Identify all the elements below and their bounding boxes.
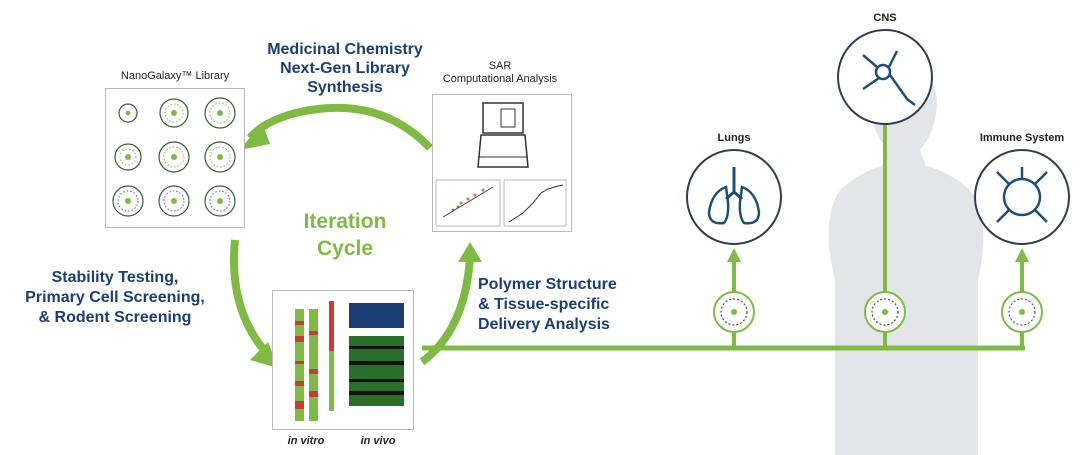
lungs-label: Lungs: [717, 132, 751, 144]
medchem-line1: Medicinal Chemistry: [267, 41, 423, 58]
screening-panel: [272, 290, 414, 430]
heatmap-figure: [295, 301, 404, 421]
medchem-line2: Next-Gen Library: [280, 60, 410, 77]
iteration-label: Iteration Cycle: [285, 208, 405, 262]
human-silhouette: [828, 65, 984, 455]
lab-instrument-icon: [435, 102, 567, 227]
stability-line3: & Rodent Screening: [38, 309, 192, 326]
polymer-label: Polymer Structure & Tissue-specific Deli…: [478, 275, 668, 335]
sar-line2: Computational Analysis: [442, 73, 558, 85]
stability-line1: Stability Testing,: [51, 269, 179, 286]
sar-line1: SAR: [488, 60, 512, 72]
library-title: NanoGalaxy™ Library: [120, 70, 230, 82]
nanoparticle-icon-immune: [1001, 291, 1043, 333]
polymer-line1: Polymer Structure: [478, 276, 617, 293]
polymer-line2: & Tissue-specific: [478, 296, 610, 313]
stability-line2: Primary Cell Screening,: [25, 289, 205, 306]
iteration-line2: Cycle: [316, 237, 374, 260]
in-vivo-label: in vivo: [360, 435, 396, 447]
polymer-line3: Delivery Analysis: [478, 316, 610, 333]
immune-label: Immune System: [979, 132, 1065, 144]
iteration-line1: Iteration: [303, 210, 387, 233]
arrow-library-to-screening: [229, 239, 272, 358]
medchem-line3: Synthesis: [307, 79, 383, 96]
nanoparticle-icon-lungs: [713, 291, 755, 333]
medchem-label: Medicinal Chemistry Next-Gen Library Syn…: [250, 40, 440, 97]
sar-panel: [432, 94, 572, 232]
neuron-icon: [837, 29, 933, 125]
stability-label: Stability Testing, Primary Cell Screenin…: [0, 268, 230, 328]
sar-label: SAR Computational Analysis: [430, 60, 570, 86]
arrow-screening-to-sar: [419, 257, 474, 366]
cns-label: CNS: [873, 12, 897, 24]
immune-cell-icon: [974, 149, 1070, 245]
nanoparticle-grid: [112, 97, 236, 217]
in-vitro-label: in vitro: [287, 435, 325, 447]
lungs-icon: [686, 149, 782, 245]
arrow-sar-to-library: [246, 103, 433, 151]
nanoparticle-icon-cns: [864, 291, 906, 333]
library-panel: [105, 88, 245, 228]
